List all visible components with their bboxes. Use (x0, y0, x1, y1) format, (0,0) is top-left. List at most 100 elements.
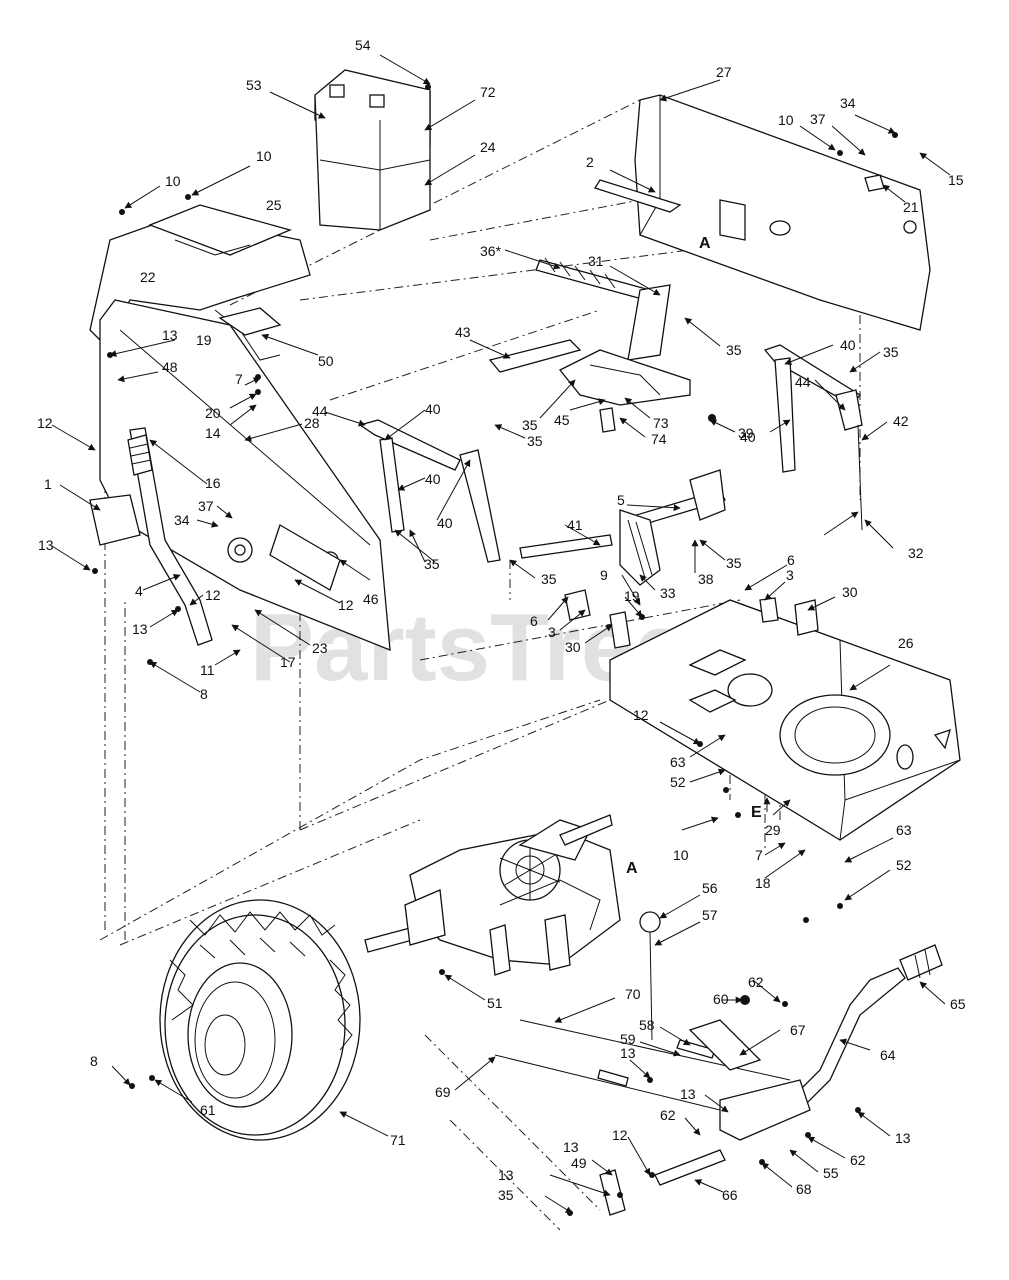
callout: 33 (660, 585, 676, 601)
callout: 23 (312, 640, 328, 656)
callout: 35 (883, 344, 899, 360)
callout: 9 (600, 567, 608, 583)
callout: 41 (567, 517, 583, 533)
callout: 40 (425, 401, 441, 417)
callout: 35 (522, 417, 538, 433)
callout: 40 (425, 471, 441, 487)
callout: 64 (880, 1047, 896, 1063)
callout: 31 (588, 253, 604, 269)
callout: 50 (318, 353, 334, 369)
callout: 53 (246, 77, 262, 93)
callout: 48 (162, 359, 178, 375)
callout: 67 (790, 1022, 806, 1038)
reference-mark-a-frame: A (699, 235, 711, 252)
callout: 32 (908, 545, 924, 561)
reference-marks: A A E (626, 235, 771, 877)
rear-frame-panel (594, 94, 931, 331)
callout: 13 (38, 537, 54, 553)
callout: 19 (196, 332, 212, 348)
callout: 35 (726, 555, 742, 571)
callout: 30 (565, 639, 581, 655)
callout: 62 (748, 974, 764, 990)
callout: 52 (896, 857, 912, 873)
callout: 69 (435, 1084, 451, 1100)
callout: 36* (480, 243, 502, 259)
callout: 6 (787, 552, 795, 568)
callout: 12 (633, 707, 649, 723)
callout: 5 (617, 492, 625, 508)
callout: 51 (487, 995, 503, 1011)
callout: 63 (670, 754, 686, 770)
callout: 34 (840, 95, 856, 111)
callout: 62 (850, 1152, 866, 1168)
callout: 19 (624, 588, 640, 604)
callout: 40 (740, 429, 756, 445)
callout: 27 (716, 64, 732, 80)
callout: 12 (37, 415, 53, 431)
callout: 13 (620, 1045, 636, 1061)
callout: 14 (205, 425, 221, 441)
callout: 44 (312, 403, 328, 419)
brake-rods (494, 1019, 791, 1111)
leader-lines (51, 54, 951, 1214)
callout: 37 (810, 111, 826, 127)
callout: 71 (390, 1132, 406, 1148)
callout: 8 (200, 686, 208, 702)
rear-tire (159, 899, 361, 1141)
shift-lever (639, 911, 661, 1041)
callout: 7 (755, 847, 763, 863)
callout: 35 (424, 556, 440, 572)
callout: 8 (90, 1053, 98, 1069)
callout: 12 (612, 1127, 628, 1143)
left-side-frame (89, 299, 391, 651)
callout: 70 (625, 986, 641, 1002)
callout: 13 (162, 327, 178, 343)
callout: 37 (198, 498, 214, 514)
callout: 13 (132, 621, 148, 637)
callout: 59 (620, 1031, 636, 1047)
chassis-frame (609, 599, 961, 841)
callout: 40 (437, 515, 453, 531)
callout: 52 (670, 774, 686, 790)
callout: 38 (698, 571, 714, 587)
callout: 74 (651, 431, 667, 447)
battery-tray (89, 204, 311, 361)
callout: 60 (713, 991, 729, 1007)
callout: 72 (480, 84, 496, 100)
callout: 44 (795, 374, 811, 390)
callout: 29 (765, 822, 781, 838)
callout: 13 (498, 1167, 514, 1183)
callout: 30 (842, 584, 858, 600)
callout: 35 (527, 433, 543, 449)
callout: 16 (205, 475, 221, 491)
callout: 57 (702, 907, 718, 923)
callout-labels: 54 53 72 24 27 34 10 37 15 2 21 10 10 25… (37, 37, 966, 1203)
callout: 12 (205, 587, 221, 603)
callout: 49 (571, 1155, 587, 1171)
reference-mark-a-transaxle: A (626, 860, 638, 877)
callout: 6 (530, 613, 538, 629)
callout: 61 (200, 1102, 216, 1118)
callout: 55 (823, 1165, 839, 1181)
lift-shaft-assembly (488, 257, 691, 433)
callout: 35 (541, 571, 557, 587)
callout: 62 (660, 1107, 676, 1123)
callout: 42 (893, 413, 909, 429)
callout: 34 (174, 512, 190, 528)
callout: 35 (726, 342, 742, 358)
callout: 10 (256, 148, 272, 164)
callout: 63 (896, 822, 912, 838)
callout: 25 (266, 197, 282, 213)
callout: 40 (840, 337, 856, 353)
callout: 46 (363, 591, 379, 607)
callout: 35 (498, 1187, 514, 1203)
callout: 3 (786, 567, 794, 583)
lift-handle (127, 427, 213, 646)
callout: 24 (480, 139, 496, 155)
callout: 68 (796, 1181, 812, 1197)
callout: 73 (653, 415, 669, 431)
callout: 22 (140, 269, 156, 285)
callout: 11 (200, 662, 215, 678)
callout: 10 (778, 112, 794, 128)
callout: 56 (702, 880, 718, 896)
